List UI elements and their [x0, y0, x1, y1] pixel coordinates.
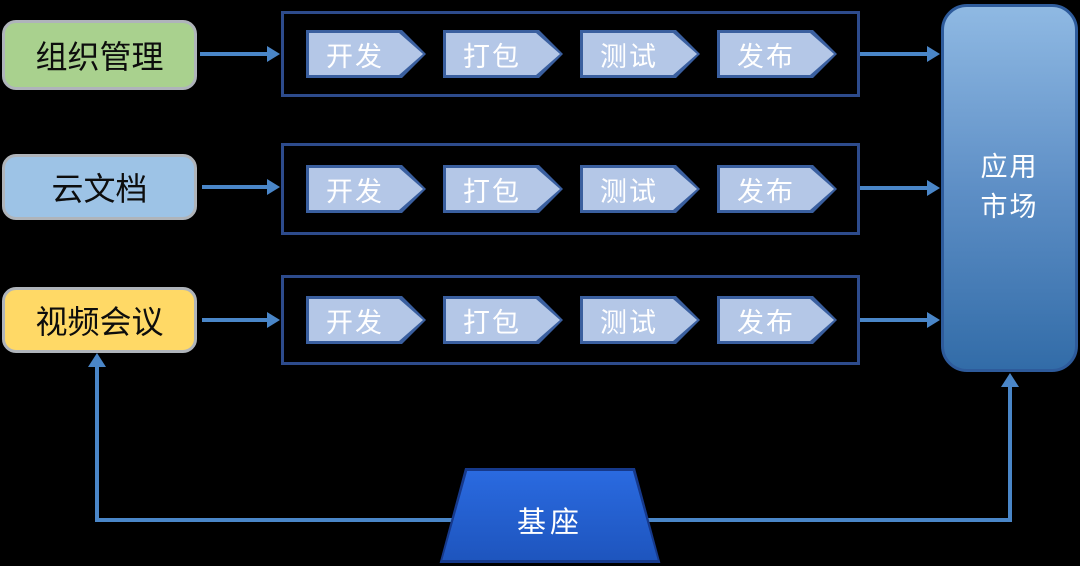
- pipeline-row-3: 开发 打包 测试 发布: [281, 275, 860, 365]
- stage-package-row1: 打包: [443, 30, 563, 78]
- arrowhead-org-to-pipeline1: [267, 46, 280, 62]
- connector-base-to-market-vertical: [1008, 386, 1012, 522]
- app-market-label-line1: 应用: [980, 151, 1039, 183]
- pipeline-row-1: 开发 打包 测试 发布: [281, 11, 860, 97]
- arrowhead-pipeline3-to-market: [927, 312, 940, 328]
- connector-docs-to-pipeline2: [202, 185, 268, 189]
- stage-develop-label: 开发: [326, 41, 384, 73]
- connector-base-to-meeting-vertical: [95, 366, 99, 522]
- connector-pipeline3-to-market: [860, 318, 928, 322]
- stage-develop-label: 开发: [326, 307, 384, 339]
- stage-develop-row2: 开发: [306, 165, 426, 213]
- base-label: 基座: [516, 504, 583, 539]
- source-box-organization-management: 组织管理: [2, 20, 197, 90]
- source-box-cloud-docs: 云文档: [2, 154, 197, 220]
- stage-develop-label: 开发: [326, 176, 384, 208]
- arrowhead-pipeline2-to-market: [927, 180, 940, 196]
- connector-org-to-pipeline1: [200, 52, 268, 56]
- connector-pipeline1-to-market: [860, 52, 928, 56]
- stage-package-row3: 打包: [443, 296, 563, 344]
- source-label-video-meeting: 视频会议: [35, 303, 164, 341]
- arrowhead-base-to-market: [1001, 373, 1019, 387]
- stage-develop-row1: 开发: [306, 30, 426, 78]
- stage-package-label: 打包: [463, 41, 521, 73]
- stage-develop-row3: 开发: [306, 296, 426, 344]
- connector-base-to-meeting-horizontal: [97, 518, 460, 522]
- connector-meeting-to-pipeline3: [202, 318, 268, 322]
- arrowhead-base-to-meeting: [88, 353, 106, 367]
- source-label-cloud-docs: 云文档: [51, 170, 148, 208]
- arrowhead-pipeline1-to-market: [927, 46, 940, 62]
- stage-release-row2: 发布: [717, 165, 837, 213]
- source-box-video-meeting: 视频会议: [2, 287, 197, 353]
- stage-release-label: 发布: [737, 41, 795, 73]
- app-market-label-line2: 市场: [980, 192, 1039, 223]
- connector-base-to-market-horizontal: [640, 518, 1012, 522]
- stage-test-row1: 测试: [580, 30, 700, 78]
- connector-pipeline2-to-market: [860, 186, 928, 190]
- stage-release-row3: 发布: [717, 296, 837, 344]
- pipeline-row-2: 开发 打包 测试 发布: [281, 143, 860, 235]
- arrowhead-meeting-to-pipeline3: [267, 312, 280, 328]
- stage-package-row2: 打包: [443, 165, 563, 213]
- base-trapezoid: 基座: [430, 468, 670, 563]
- stage-test-label: 测试: [600, 307, 658, 339]
- stage-release-label: 发布: [737, 176, 795, 208]
- stage-package-label: 打包: [463, 176, 521, 208]
- stage-test-label: 测试: [600, 176, 658, 208]
- source-label-organization-management: 组织管理: [35, 38, 164, 76]
- app-market-box: 应用 市场: [941, 4, 1078, 372]
- stage-release-row1: 发布: [717, 30, 837, 78]
- stage-test-row2: 测试: [580, 165, 700, 213]
- stage-test-row3: 测试: [580, 296, 700, 344]
- stage-package-label: 打包: [463, 307, 521, 339]
- stage-release-label: 发布: [737, 307, 795, 339]
- stage-test-label: 测试: [600, 41, 658, 73]
- arrowhead-docs-to-pipeline2: [267, 179, 280, 195]
